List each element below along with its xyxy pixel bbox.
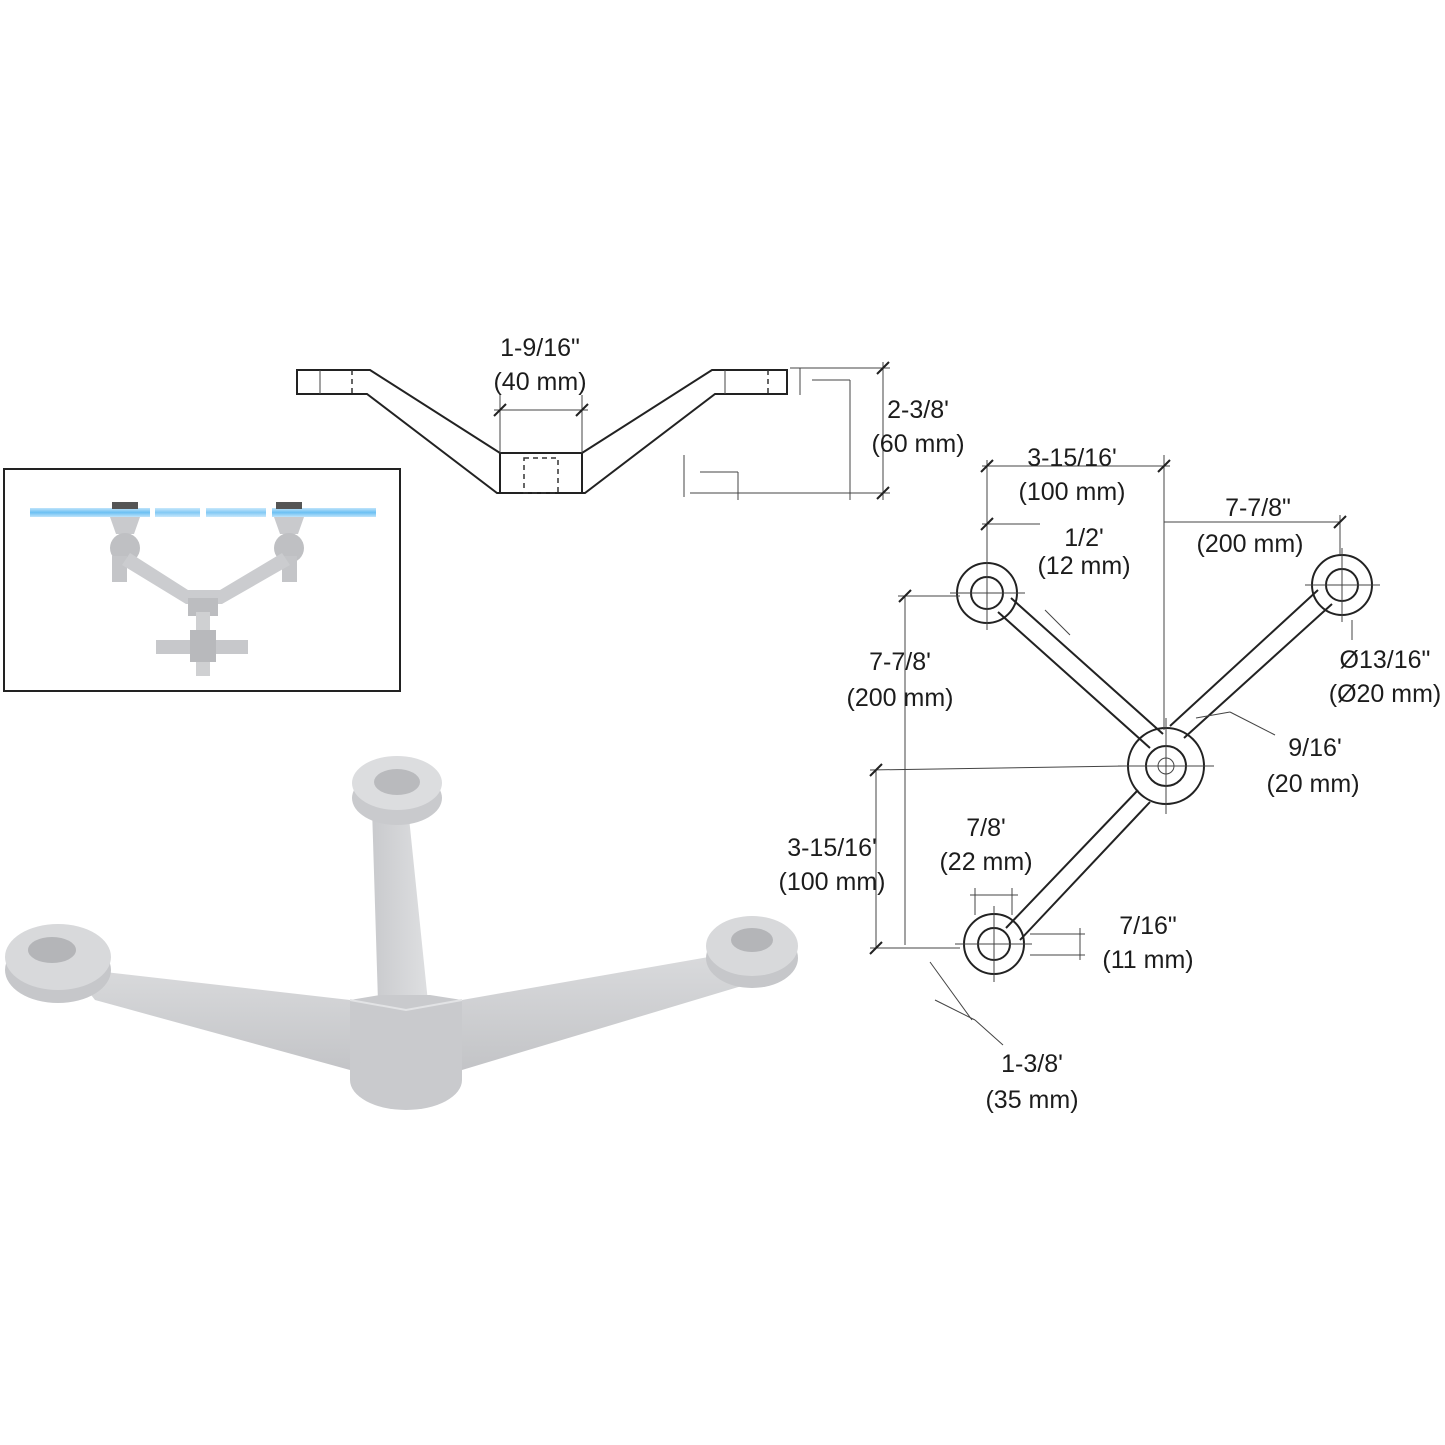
dim-e-label: Ø13/16" bbox=[1340, 646, 1431, 674]
dim-height-mm: (60 mm) bbox=[871, 430, 964, 458]
dim-width-label: 1-9/16" bbox=[500, 334, 580, 362]
side-view-drawing bbox=[296, 361, 890, 500]
dim-a-mm: (100 mm) bbox=[1019, 478, 1126, 506]
dim-h-mm: (22 mm) bbox=[939, 848, 1032, 876]
dim-j-label: 1-3/8' bbox=[1001, 1050, 1063, 1078]
dim-f-mm: (20 mm) bbox=[1266, 770, 1359, 798]
dim-j-mm: (35 mm) bbox=[985, 1086, 1078, 1114]
dim-i-mm: (11 mm) bbox=[1102, 946, 1193, 974]
dim-width-mm: (40 mm) bbox=[493, 368, 586, 396]
dim-b-mm: (12 mm) bbox=[1037, 552, 1130, 580]
dim-i-label: 7/16" bbox=[1119, 912, 1177, 940]
installation-inset bbox=[3, 468, 401, 692]
dim-h-label: 7/8' bbox=[966, 814, 1006, 842]
dim-b-label: 1/2' bbox=[1064, 524, 1104, 552]
spider-fitting-render bbox=[5, 756, 798, 1110]
dim-d-mm: (200 mm) bbox=[847, 684, 954, 712]
side-view-labels: 1-9/16" (40 mm) 2-3/8' (60 mm) bbox=[493, 334, 964, 458]
dim-height-label: 2-3/8' bbox=[887, 396, 949, 424]
dim-c-label: 7-7/8" bbox=[1225, 494, 1291, 522]
dim-g-mm: (100 mm) bbox=[779, 868, 886, 896]
glass-panel-left bbox=[30, 508, 150, 517]
top-view-labels: 3-15/16' (100 mm) 1/2' (12 mm) 7-7/8" (2… bbox=[779, 444, 1442, 1114]
dim-a-label: 3-15/16' bbox=[1027, 444, 1117, 472]
dim-g-label: 3-15/16' bbox=[787, 834, 877, 862]
dim-d-label: 7-7/8' bbox=[869, 648, 931, 676]
top-view-drawing bbox=[869, 455, 1380, 1046]
dim-e-mm: (Ø20 mm) bbox=[1329, 680, 1442, 708]
dim-f-label: 9/16' bbox=[1288, 734, 1341, 762]
dim-c-mm: (200 mm) bbox=[1197, 530, 1304, 558]
glass-panel-right bbox=[272, 508, 376, 517]
